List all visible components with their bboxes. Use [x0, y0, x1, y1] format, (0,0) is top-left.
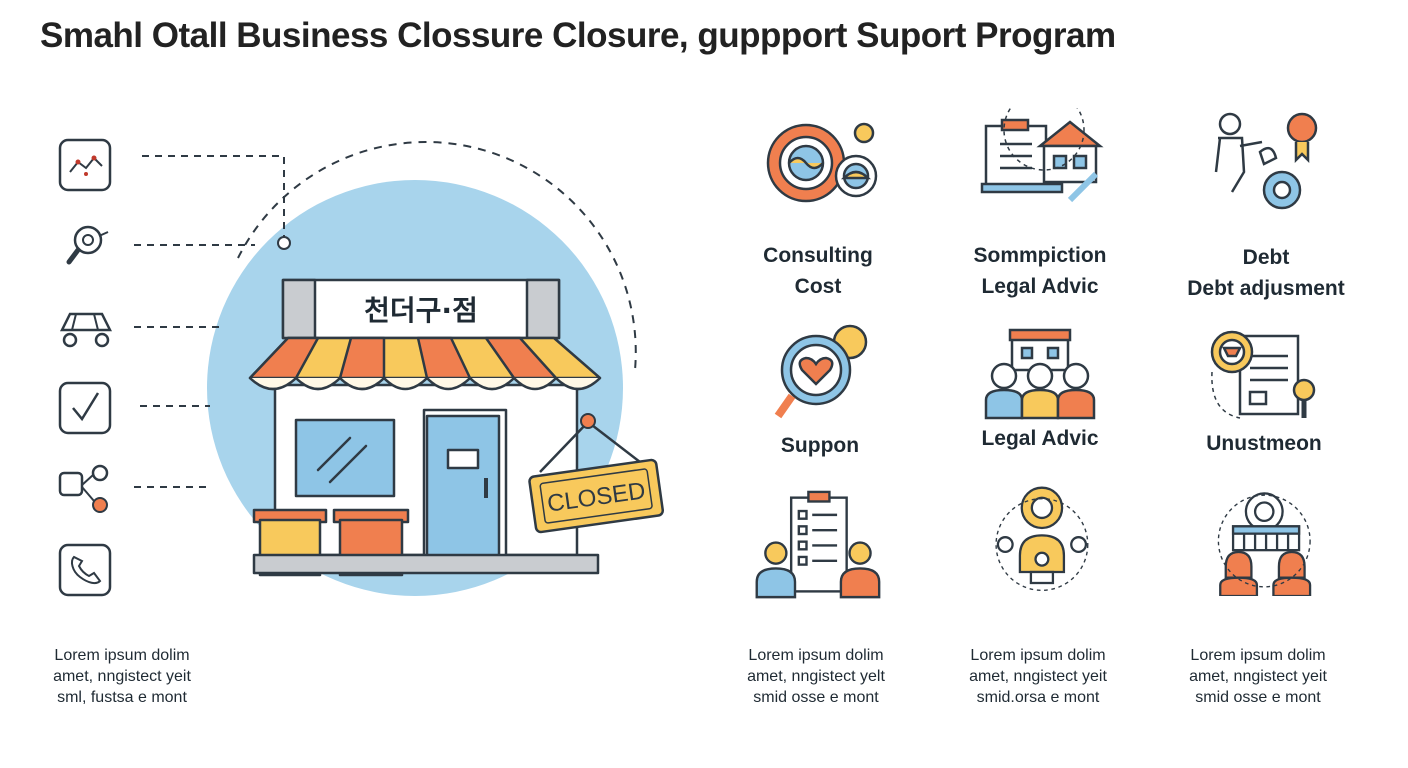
heart-magnifier-icon	[774, 324, 868, 419]
service-label: Debt Debt adjusment	[1156, 242, 1376, 304]
service-label: Sommpiction Legal Advic	[930, 240, 1150, 302]
service-label-line: Consulting	[763, 244, 873, 267]
service-label: Consulting Cost	[708, 240, 928, 302]
caption-line: Lorem ipsum dolim	[1190, 647, 1326, 664]
legal-team-icon	[984, 328, 1096, 420]
caption-line: amet, nngistect yelt	[747, 668, 885, 685]
service-caption: Lorem ipsum dolim amet, nngistect yelt s…	[706, 645, 926, 708]
service-label-line: Unustmeon	[1206, 432, 1322, 455]
legal-documents-house-icon	[980, 108, 1104, 203]
line-chart-icon	[58, 138, 112, 192]
debt-advisor-icon	[1214, 112, 1318, 210]
left-caption-line: Lorem ipsum dolim	[54, 647, 190, 664]
caption-line: smid osse e mont	[753, 689, 879, 706]
service-label: Unustmeon	[1154, 428, 1374, 459]
connector-dot	[277, 236, 291, 250]
service-label-line: Debt adjusment	[1187, 277, 1345, 300]
closed-sign: CLOSED	[528, 458, 665, 534]
store-illustration: CLOSED 천더구·점	[134, 141, 665, 596]
team-calendar-icon	[1217, 492, 1312, 596]
magnifier-icon	[58, 218, 112, 272]
phone-icon	[58, 543, 112, 597]
service-label-line: Legal Advic	[981, 427, 1099, 450]
closed-sign-hanger	[539, 421, 641, 473]
service-label-line: Suppon	[780, 434, 860, 457]
cart-icon	[58, 300, 112, 354]
caption-line: amet, nngistect yeit	[969, 668, 1107, 685]
caption-line: Lorem ipsum dolim	[970, 647, 1106, 664]
caption-line: Lorem ipsum dolim	[748, 647, 884, 664]
left-caption: Lorem ipsum dolim amet, nngistect yeit s…	[32, 645, 212, 708]
service-label-line: Cost	[794, 275, 842, 298]
debt-document-icon	[1210, 330, 1316, 419]
network-icon	[58, 461, 112, 515]
checklist-people-icon	[755, 490, 881, 599]
service-caption: Lorem ipsum dolim amet, nngistect yeit s…	[1148, 645, 1368, 708]
consulting-gears-icon	[766, 122, 878, 203]
store	[248, 278, 602, 577]
left-caption-line: sml, fustsa e mont	[57, 689, 187, 706]
store-sign-text: 천더구·점	[364, 294, 478, 327]
service-label-line: Legal Advic	[981, 275, 1099, 298]
service-label: Legal Advic	[930, 423, 1150, 454]
service-caption: Lorem ipsum dolim amet, nngistect yeit s…	[928, 645, 1148, 708]
left-caption-line: amet, nngistect yeit	[53, 668, 191, 685]
service-label: Suppon	[710, 430, 930, 461]
checkbox-icon	[58, 381, 112, 435]
caption-line: smid.orsa e mont	[976, 689, 1100, 706]
page-title: Smahl Otall Business Clossure Closure, ɡ…	[40, 16, 1116, 55]
dashed-arc	[237, 141, 637, 371]
service-label-line: Sommpiction	[973, 244, 1107, 267]
service-label-line: Debt	[1242, 246, 1290, 269]
connector-lines	[134, 155, 285, 488]
idea-gear-icon	[995, 486, 1089, 592]
caption-line: smid osse e mont	[1195, 689, 1321, 706]
caption-line: amet, nngistect yeit	[1189, 668, 1327, 685]
